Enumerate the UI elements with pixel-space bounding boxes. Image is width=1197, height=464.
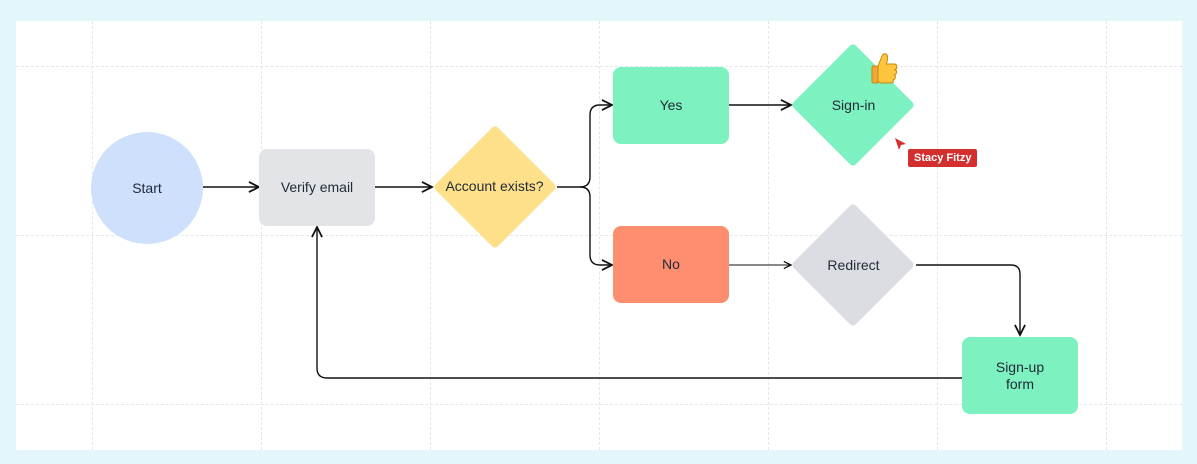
edge-account-no <box>579 186 612 265</box>
pointer-cursor-icon <box>895 138 906 150</box>
no-node[interactable]: No <box>613 226 729 303</box>
account-exists-label: Account exists? <box>432 124 557 249</box>
edge-signup-verify <box>317 227 962 379</box>
sign-up-form-line-2: form <box>1005 375 1034 392</box>
yes-node[interactable]: Yes <box>613 67 729 144</box>
verify-email-node[interactable]: Verify email <box>259 149 375 226</box>
account-exists-line-2: exists? <box>499 178 544 194</box>
edge-redirect-signup <box>916 264 1020 335</box>
connectors <box>203 21 1182 379</box>
verify-email-label: Verify email <box>280 179 354 195</box>
grid-line <box>16 66 1182 67</box>
redirect-label-wrap: Redirect <box>791 203 916 328</box>
account-exists-line-1: Account <box>445 178 497 194</box>
thumbs-up-icon[interactable] <box>868 51 902 85</box>
flowchart-canvas[interactable]: Start Verify email Account exists? Yes N… <box>16 21 1182 450</box>
sign-in-label-wrap: Sign-in <box>791 43 916 168</box>
sign-in-label: Sign-in <box>831 97 876 113</box>
no-label: No <box>662 256 680 272</box>
sign-up-form-line-1: Sign-up <box>995 358 1045 375</box>
grid-line <box>16 235 1182 236</box>
start-node[interactable]: Start <box>91 132 203 244</box>
start-label: Start <box>132 179 162 196</box>
edge-account-yes <box>557 105 612 188</box>
sign-up-form-node[interactable]: Sign-up form <box>962 337 1078 414</box>
collaborator-name-badge: Stacy Fitzy <box>908 149 978 167</box>
yes-label: Yes <box>659 97 683 113</box>
grid-line <box>16 404 1182 405</box>
redirect-label: Redirect <box>827 257 880 273</box>
